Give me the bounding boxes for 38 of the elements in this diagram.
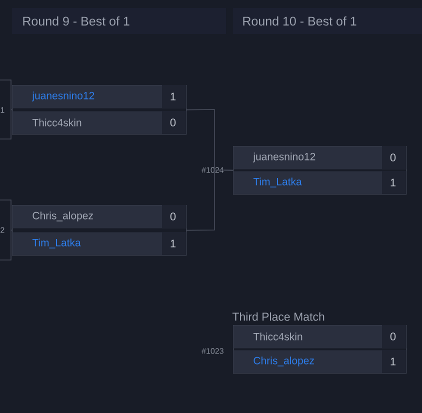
player-row: [233, 146, 406, 170]
player-name: Tim_Latka: [253, 178, 302, 188]
score: 1: [170, 240, 176, 248]
round-header: Round 9 - Best of 1: [23, 16, 130, 26]
player-row: [12, 205, 186, 228]
player-name: Chris_alopez: [32, 212, 93, 222]
score: 1: [390, 178, 396, 186]
score: 0: [390, 154, 396, 162]
player-row: [12, 111, 186, 134]
match-number: 2: [0, 227, 4, 233]
player-name: juanesnino12: [32, 92, 94, 102]
bracket-line: [0, 80, 12, 140]
score: 1: [390, 358, 396, 366]
player-row: [233, 325, 406, 348]
player-row: [233, 350, 406, 374]
player-row: [12, 232, 186, 256]
match-number: 1: [0, 107, 4, 113]
match-box: [12, 85, 187, 135]
score: 0: [390, 332, 396, 340]
score: 0: [170, 118, 176, 126]
player-name: Chris_alopez: [254, 356, 314, 366]
player-name: juanesnino12: [252, 152, 316, 162]
match-number: #1023: [202, 348, 224, 354]
match-box: Third Place Match #1023 Thicc4skin 0 Chris_alopez 1: [202, 312, 407, 374]
bracket-line: [0, 200, 12, 260]
match-box: [202, 146, 407, 195]
node-label: Third Place Match: [232, 312, 324, 321]
score: 0: [170, 212, 176, 220]
player-row: [233, 171, 406, 194]
round-header: Round 10 - Best of 1: [243, 16, 356, 26]
player-row: [12, 85, 186, 108]
match-number: #1024: [202, 167, 224, 173]
match-box: [12, 205, 187, 256]
score: 1: [170, 92, 176, 100]
player-name: Thicc4skin: [32, 118, 82, 126]
bracket-line: [186, 170, 234, 231]
player-name: Thicc4skin: [253, 332, 302, 340]
player-name: Tim_Latka: [32, 238, 81, 248]
